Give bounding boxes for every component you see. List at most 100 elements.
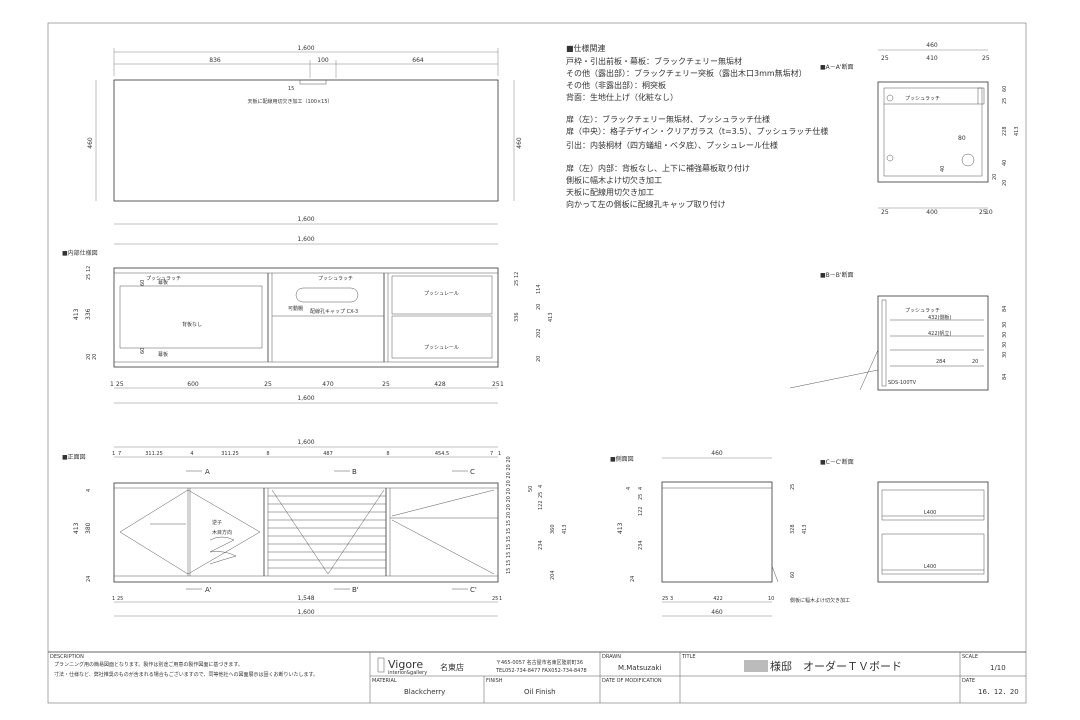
int-dim-l12: 12 (86, 266, 92, 272)
fr-r122: 122 (538, 500, 544, 510)
fr-b1a: 1 (112, 596, 115, 602)
fr-b25b: 25 (492, 596, 498, 602)
int-dim-l20a: 20 (86, 354, 92, 360)
sd-l122: 122 (638, 506, 644, 516)
fr-r4: 4 (538, 485, 544, 488)
date-label: DATE (962, 678, 975, 684)
sd-l413: 413 (617, 522, 624, 534)
grain-pattern (209, 536, 237, 565)
material-label: MATERIAL (372, 678, 397, 684)
top-dim-depth-left: 460 (87, 137, 94, 149)
aa-dim-40: 40 (940, 166, 946, 172)
desc-1: プランニング用の簡易図面となります。製作は別途ご用意の製作図面に基づきます。 (54, 661, 243, 668)
desc-label: DESCRIPTION (50, 654, 84, 660)
sd-b-total: 460 (711, 609, 723, 616)
int-dim-rb20b: 20 (536, 356, 542, 362)
spec-line-10: 側板に幅木よけ切欠き加工 (566, 175, 662, 185)
top-dim-bottom: 1,600 (297, 216, 314, 223)
int-dim-rc336: 336 (514, 312, 520, 322)
top-dim-total: 1,600 (297, 45, 314, 52)
top-view: 1,600 836 100 664 15 天板に配線用切欠き加工（100×15）… (87, 45, 523, 225)
top-dim-notch: 15 (288, 86, 294, 92)
front-dim-top: 1,600 (297, 439, 314, 446)
drawn-label: DRAWN (602, 654, 621, 660)
aa-dim-b25a: 25 (881, 209, 889, 216)
bb-r84a: 84 (1002, 306, 1008, 312)
aa-dim-25a: 25 (881, 55, 889, 62)
int-push-rail-2: プッシュレール (424, 345, 459, 351)
desc-2: 寸法・仕様など、弊社推奨のものが含まれる場合もございますので、同等他社への図面展… (54, 671, 318, 678)
cc-l400a: L400 (924, 510, 936, 516)
fr-b-total: 1,600 (297, 609, 314, 616)
int-dim-ra25: 25 (514, 280, 520, 286)
sd-b422: 422 (713, 596, 723, 602)
mod-label: DATE OF MODIFICATION (602, 678, 662, 684)
bb-r84b: 84 (1002, 374, 1008, 380)
mark-a: A (205, 468, 210, 476)
aa-dim-b10: 10 (985, 209, 993, 216)
int-dim-l20b: 20 (92, 354, 98, 360)
fr-b25a: 25 (117, 596, 123, 602)
aa-outline (877, 81, 989, 183)
int-dim-rc413: 413 (548, 312, 554, 322)
fr-d311b: 311.25 (221, 451, 239, 457)
bb-w284: 284 (936, 359, 946, 365)
fr-r204: 204 (550, 570, 556, 580)
fr-r234: 234 (538, 540, 544, 550)
int-dim-rb114: 114 (536, 284, 542, 294)
bb-r30a: 30 (1002, 322, 1008, 328)
int-dim-l25: 25 (86, 274, 92, 280)
int-dim-rb20a: 20 (536, 304, 542, 310)
interior-view: ■内部仕様図 1,600 プッシュラッチ プッシュラッチ 幕板 幕板 背板なし … (62, 236, 554, 404)
int-cable-cap: 配線孔キャップ CX-3 (310, 308, 358, 315)
int-b428: 428 (434, 381, 446, 388)
top-dim-depth-right: 460 (516, 137, 523, 149)
spec-line-3: 背面：生地仕上げ（化粧なし） (566, 92, 678, 102)
front-label: ■正面図 (62, 454, 86, 461)
aa-dim-80: 80 (958, 135, 966, 142)
int-b470: 470 (322, 381, 334, 388)
sd-l234: 234 (638, 540, 644, 550)
side-label: ■側面図 (610, 455, 634, 463)
aa-dim-top: 460 (926, 42, 938, 49)
sd-b3: 3 (670, 596, 673, 602)
cc-l400b: L400 (924, 564, 936, 570)
fr-r413: 413 (562, 524, 568, 534)
side-view: ■側面図 460 4 25 122 4 413 234 24 25 328 41… (610, 450, 850, 617)
mark-b2: B' (352, 586, 359, 594)
store-tel: TEL052-734-8477 FAX052-734-8478 (495, 668, 587, 674)
int-dim-60a: 60 (140, 280, 146, 286)
cable-notch (299, 79, 327, 85)
fr-d7a: 7 (118, 451, 121, 457)
int-b1b: 1 (500, 381, 504, 388)
bb-model: SDS-100TV (888, 380, 917, 386)
aa-dim-410: 410 (926, 55, 938, 62)
bb-d20: 20 (972, 359, 978, 365)
aa-dim-40b: 40 (1002, 160, 1008, 166)
date-value: 16．12．20 (978, 688, 1019, 696)
drawing-title: 様邸 オーダーＴＶボード (770, 659, 902, 673)
sd-r60: 60 (790, 572, 796, 578)
fr-l4: 4 (86, 489, 92, 492)
bb-r30d: 30 (1002, 352, 1008, 358)
int-makuita-bottom: 幕板 (158, 351, 168, 358)
front-view: ■正面図 1,600 1 7 311.25 4 311.25 8 487 8 4… (62, 439, 568, 617)
store-address: 〒465-0057 名古屋市名東区陸前町36 (496, 659, 583, 666)
interior-label: ■内部仕様図 (62, 249, 98, 257)
fr-d8a: 8 (266, 451, 269, 457)
spec-line-1: その他（露出部）：ブラックチェリー突板（露出木口3mm無垢材） (566, 68, 807, 78)
fr-l24: 24 (86, 576, 92, 582)
grain-sign: 逆子 (212, 519, 222, 526)
sheet-frame (47, 22, 1027, 704)
aa-push-latch: プッシュラッチ (905, 96, 940, 102)
spec-line-2: その他（非露出部）：桐突板 (566, 80, 666, 90)
fr-r25: 25 (538, 492, 544, 498)
bb-outline (877, 295, 989, 391)
fr-b1b: 1 (499, 596, 502, 602)
company-name: Vigore (388, 658, 423, 671)
int-push-rail-1: プッシュレール (424, 291, 459, 297)
sd-r25: 25 (790, 484, 796, 490)
fr-l380: 380 (85, 522, 92, 534)
aa-dim-413: 413 (1014, 126, 1020, 136)
